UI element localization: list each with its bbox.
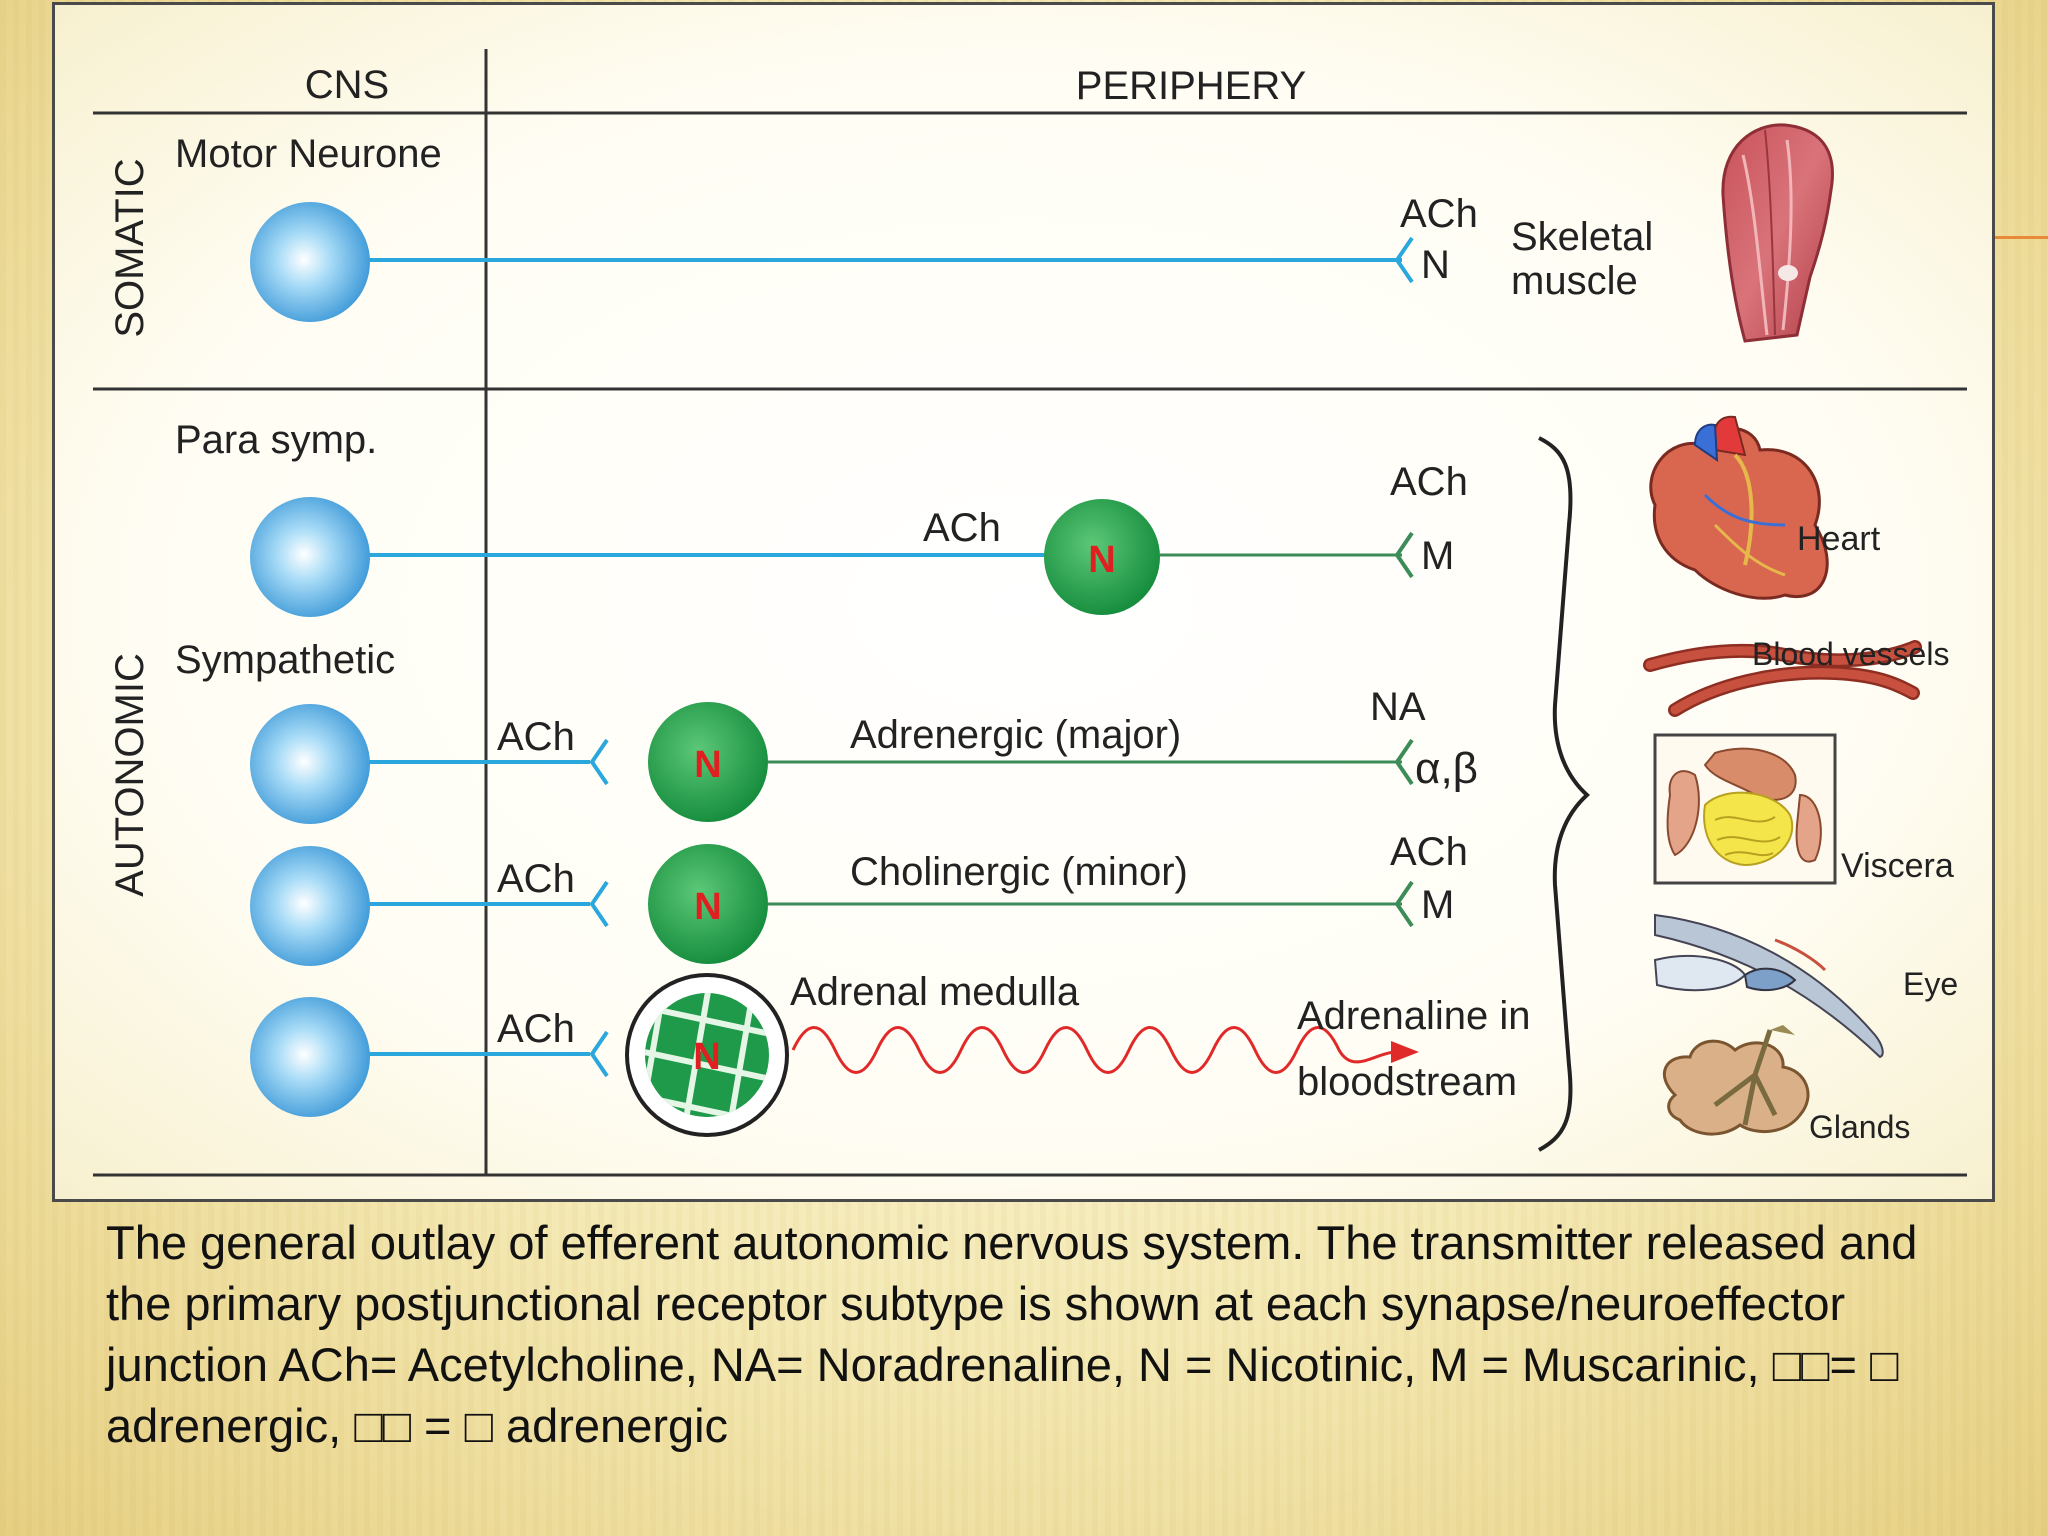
skeletal-label-2: muscle — [1511, 259, 1638, 303]
cholinergic-effector-junction — [1394, 880, 1414, 928]
skeletal-muscle-illustration — [1721, 123, 1834, 343]
viscera-label: Viscera — [1841, 847, 1954, 885]
adrenergic-receptor-alpha-beta: α,β — [1415, 744, 1478, 793]
parasympathetic-pathway: ACh N ACh M — [250, 460, 1468, 617]
adrenaline-label-2: bloodstream — [1297, 1060, 1517, 1104]
adrenergic-effector-junction — [1394, 738, 1414, 786]
diagram-frame: CNS PERIPHERY SOMATIC AUTONOMIC Motor Ne… — [52, 2, 1995, 1202]
adrenal-ganglion-letter: N — [693, 1036, 720, 1078]
adrenal-junction — [589, 1030, 609, 1078]
cholinergic-minor-label: Cholinergic (minor) — [850, 850, 1188, 894]
adrenergic-na: NA — [1370, 685, 1426, 729]
somatic-label: SOMATIC — [108, 158, 152, 337]
heart-label: Heart — [1797, 520, 1881, 558]
adrenergic-ganglion — [648, 702, 768, 822]
sympathetic-neuron-cell-1 — [250, 704, 370, 824]
somatic-receptor-n: N — [1421, 243, 1450, 287]
adrenal-medulla-cell: N — [625, 973, 789, 1137]
parasymp-ganglion — [1044, 499, 1160, 615]
periphery-header: PERIPHERY — [1076, 64, 1306, 108]
eye-illustration — [1653, 913, 1884, 1059]
effector-brace — [1538, 436, 1590, 1152]
adrenergic-major-label: Adrenergic (major) — [850, 713, 1181, 757]
parasymp-ganglion-ach: ACh — [923, 506, 1001, 550]
adrenal-medulla-pathway: ACh N Adrenal medulla Adrenaline in bloo… — [250, 970, 1531, 1137]
parasymp-effector-junction — [1394, 531, 1414, 579]
heart-illustration — [1649, 415, 1829, 600]
cholinergic-ganglion-letter: N — [694, 886, 721, 928]
motor-neuron-cell — [250, 202, 370, 322]
parasymp-label: Para symp. — [175, 418, 377, 462]
autonomic-label: AUTONOMIC — [108, 653, 152, 897]
cholinergic-receptor-m: M — [1421, 883, 1454, 927]
sympathetic-neuron-cell-2 — [250, 846, 370, 966]
adrenaline-arrowhead — [1391, 1041, 1419, 1063]
cholinergic-ganglion — [648, 844, 768, 964]
eye-label: Eye — [1903, 966, 1958, 1002]
motor-neurone-label: Motor Neurone — [175, 132, 442, 176]
adrenal-ach: ACh — [497, 1007, 575, 1051]
adrenal-medulla-label: Adrenal medulla — [790, 970, 1080, 1014]
parasymp-effector-ach: ACh — [1390, 460, 1468, 504]
diagram-canvas: CNS PERIPHERY SOMATIC AUTONOMIC Motor Ne… — [93, 49, 1967, 1177]
blood-vessels-illustration — [1643, 640, 1922, 717]
cholinergic-ganglion-ach: ACh — [497, 857, 575, 901]
sympathetic-adrenergic-pathway: ACh N Adrenergic (major) NA α,β — [250, 685, 1478, 824]
cns-header: CNS — [305, 63, 389, 107]
blood-vessels-label: Blood vessels — [1752, 636, 1949, 672]
cholinergic-ganglion-junction — [589, 880, 609, 928]
adrenergic-ganglion-junction — [589, 738, 609, 786]
somatic-pathway: ACh N Skeletal muscle — [250, 123, 1834, 343]
glands-illustration — [1662, 1025, 1810, 1136]
parasymp-neuron-cell — [250, 497, 370, 617]
sympathetic-label: Sympathetic — [175, 638, 395, 682]
slide-accent-line — [1995, 236, 2048, 239]
adrenergic-ganglion-letter: N — [694, 744, 721, 786]
somatic-ach: ACh — [1400, 192, 1478, 236]
glands-label: Glands — [1809, 1109, 1910, 1145]
parasymp-ganglion-letter: N — [1088, 539, 1115, 581]
figure-caption: The general outlay of efferent autonomic… — [106, 1216, 1918, 1452]
skeletal-label-1: Skeletal — [1511, 215, 1653, 259]
adrenergic-ganglion-ach: ACh — [497, 715, 575, 759]
sympathetic-neuron-cell-3 — [250, 997, 370, 1117]
sympathetic-cholinergic-pathway: ACh N Cholinergic (minor) ACh M — [250, 830, 1468, 966]
cholinergic-effector-ach: ACh — [1390, 830, 1468, 874]
viscera-illustration — [1653, 733, 1837, 885]
somatic-junction — [1394, 236, 1414, 284]
adrenaline-wave — [791, 1026, 1396, 1074]
adrenaline-label-1: Adrenaline in — [1297, 994, 1531, 1038]
parasymp-receptor-m: M — [1421, 534, 1454, 578]
